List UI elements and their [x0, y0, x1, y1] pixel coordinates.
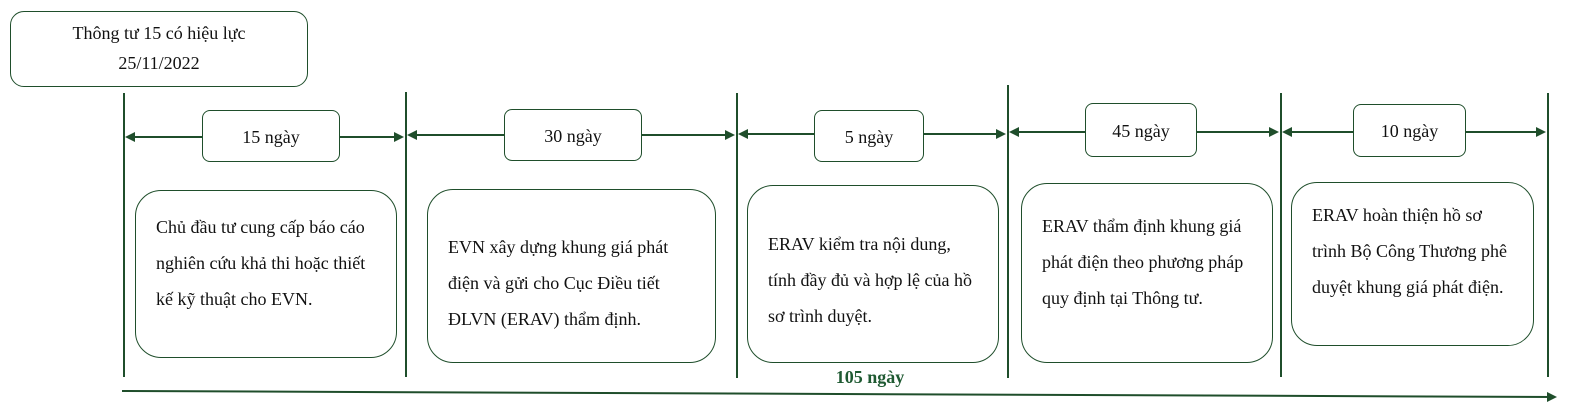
duration-label-4: 45 ngày — [1112, 121, 1170, 141]
description-box-4: ERAV thẩm định khung giá phát điện theo … — [1021, 183, 1273, 363]
divider-3 — [1007, 85, 1009, 378]
description-text-4: ERAV thẩm định khung giá phát điện theo … — [1042, 216, 1244, 308]
duration-label-3: 5 ngày — [844, 127, 894, 147]
total-duration-label: 105 ngày — [835, 367, 905, 387]
description-box-5: ERAV hoàn thiện hồ sơ trình Bộ Công Thươ… — [1291, 182, 1534, 346]
description-text-2: EVN xây dựng khung giá phát điện và gửi … — [448, 237, 669, 329]
duration-label-1: 15 ngày — [242, 127, 300, 147]
divider-4 — [1280, 93, 1282, 377]
duration-label-2: 30 ngày — [544, 126, 602, 146]
duration-box-5: 10 ngày — [1353, 104, 1466, 157]
duration-box-4: 45 ngày — [1085, 103, 1197, 157]
description-box-1: Chủ đầu tư cung cấp báo cáo nghiên cứu k… — [135, 190, 397, 358]
description-text-3: ERAV kiểm tra nội dung, tính đầy đủ và h… — [768, 234, 972, 326]
description-box-2: EVN xây dựng khung giá phát điện và gửi … — [427, 189, 716, 363]
start-box: Thông tư 15 có hiệu lực 25/11/2022 — [10, 11, 308, 87]
divider-1 — [405, 92, 407, 377]
divider-0 — [123, 93, 125, 377]
duration-label-5: 10 ngày — [1380, 121, 1439, 141]
start-title: Thông tư 15 có hiệu lực — [72, 23, 246, 43]
description-text-1: Chủ đầu tư cung cấp báo cáo nghiên cứu k… — [156, 217, 366, 309]
arrow-total — [121, 390, 1557, 402]
start-date: 25/11/2022 — [118, 53, 200, 73]
divider-2 — [736, 93, 738, 378]
description-box-3: ERAV kiểm tra nội dung, tính đầy đủ và h… — [747, 185, 999, 363]
divider-5 — [1547, 93, 1549, 377]
duration-box-2: 30 ngày — [504, 109, 642, 161]
duration-box-1: 15 ngày — [202, 110, 340, 162]
duration-box-3: 5 ngày — [814, 110, 924, 162]
description-text-5: ERAV hoàn thiện hồ sơ trình Bộ Công Thươ… — [1312, 205, 1507, 297]
